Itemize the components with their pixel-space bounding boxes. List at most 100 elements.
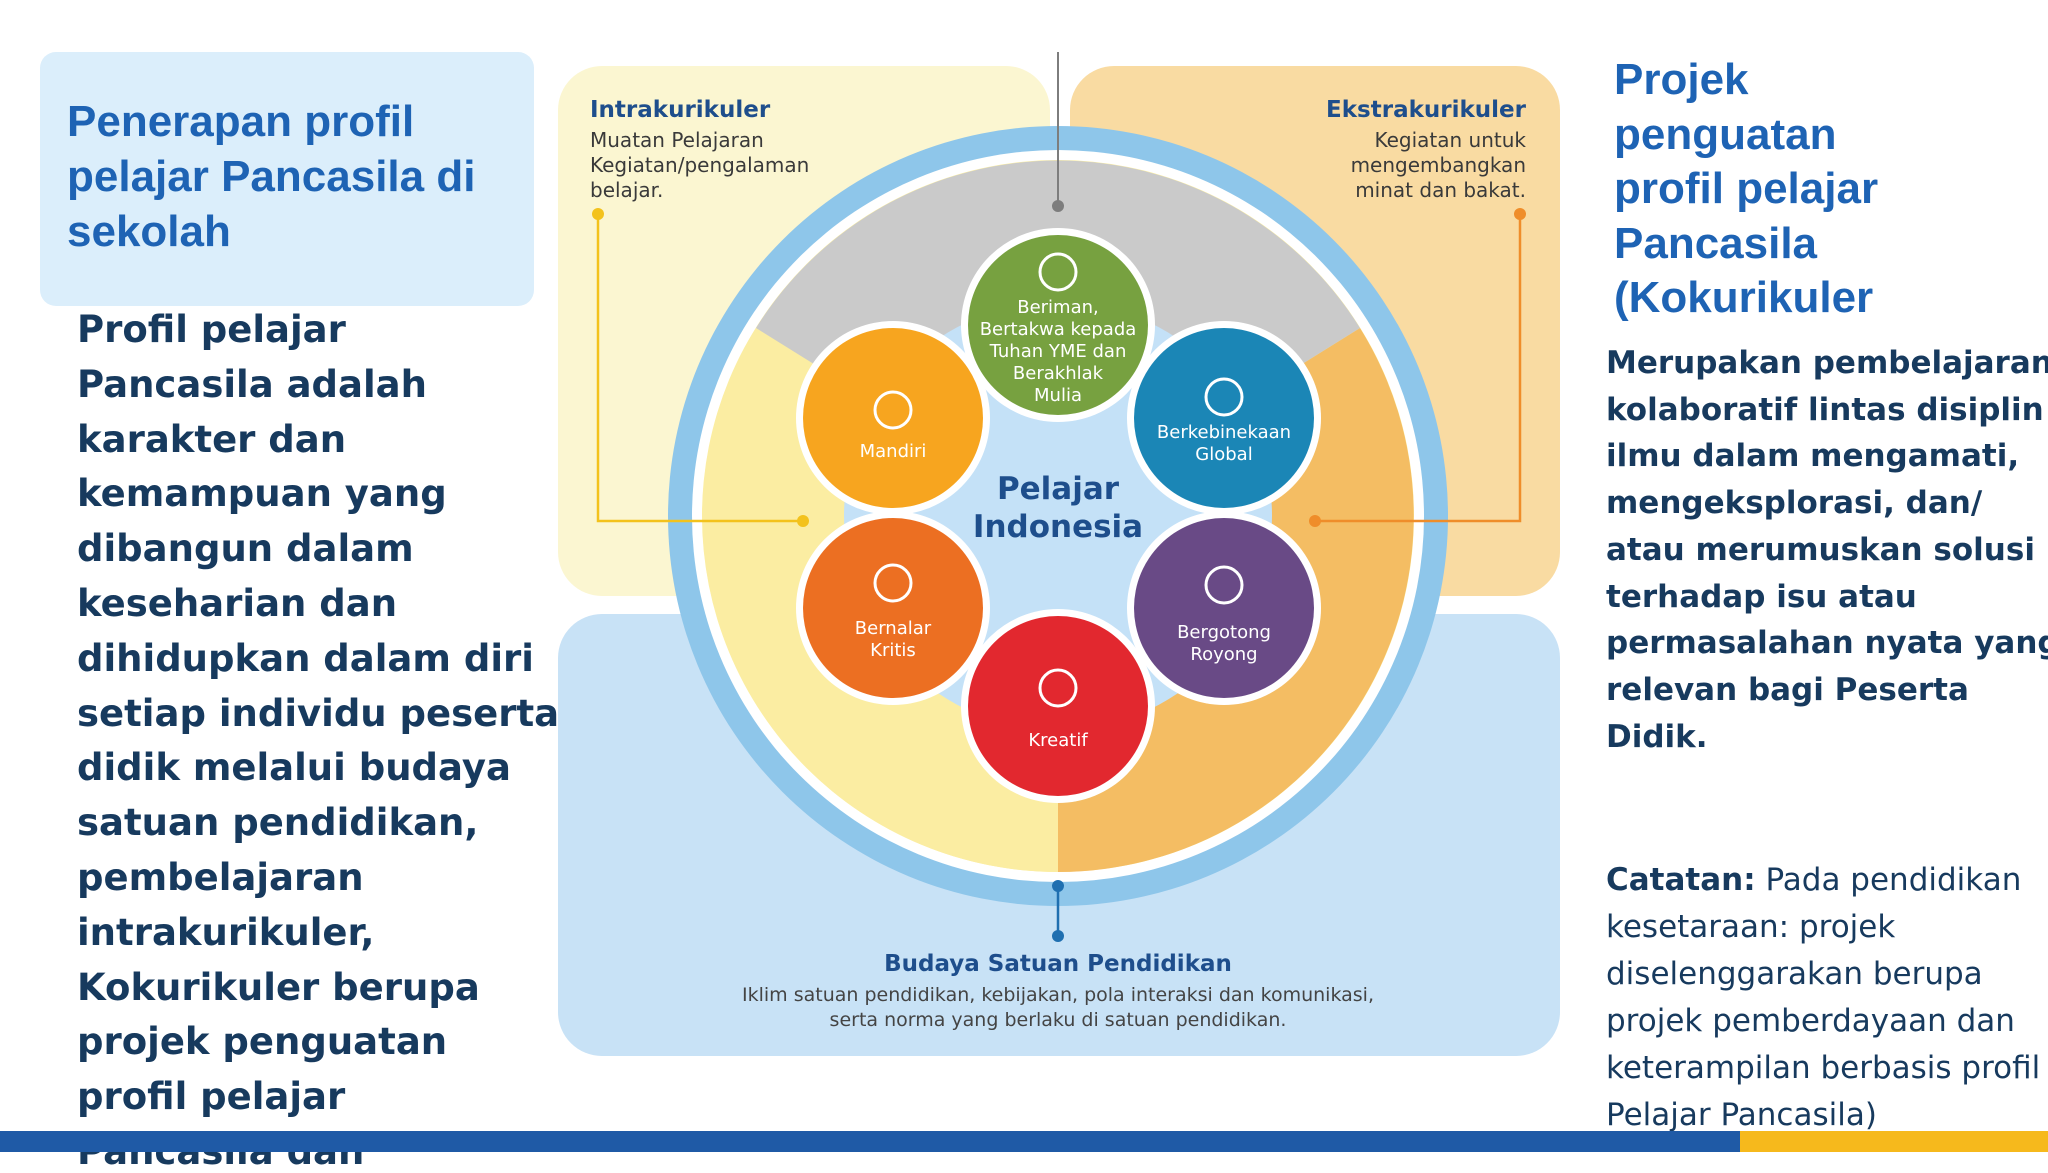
- center-line: Pelajar: [997, 471, 1120, 507]
- joined-hands-icon: [1204, 565, 1244, 605]
- intra-line: belajar.: [590, 178, 663, 202]
- lightbulb-icon: [1038, 668, 1078, 708]
- budaya-line: serta norma yang berlaku di satuan pendi…: [830, 1009, 1287, 1031]
- ekstra-line: minat dan bakat.: [1355, 178, 1526, 202]
- left-body-line: dibangun dalam: [77, 527, 414, 571]
- budaya-line: Iklim satuan pendidikan, kebijakan, pola…: [742, 984, 1374, 1006]
- dimension-label: Global: [1195, 444, 1252, 465]
- budaya-connector-dot-top: [1052, 880, 1064, 892]
- left-body-line: pembelajaran: [77, 856, 364, 899]
- right-body-line: permasalahan nyata yang: [1606, 625, 2048, 662]
- dimension-label: Bergotong: [1177, 622, 1271, 643]
- right-body-line: Merupakan pembelajaran: [1606, 345, 2048, 381]
- left-body-line: kemampuan yang: [77, 472, 447, 516]
- left-body-line: karakter dan: [77, 417, 347, 461]
- note-line: projek pemberdayaan dan: [1606, 1003, 2015, 1039]
- left-body-line: profil pelajar: [77, 1075, 346, 1119]
- dimension-circle: [1134, 518, 1314, 698]
- ekstra-line: Kegiatan untuk: [1374, 128, 1526, 152]
- right-title-line: Pancasila: [1614, 218, 1818, 268]
- ekstra-connector-dot-end: [1309, 515, 1321, 527]
- left-body-line: dihidupkan dalam diri: [77, 636, 534, 680]
- ekstra-connector: [1315, 214, 1522, 523]
- right-title-line: Projek: [1614, 55, 1749, 104]
- footer-bar-blue: [0, 1131, 1740, 1152]
- dimension-circle: [803, 518, 983, 698]
- dimension-label: Bernalar: [855, 618, 932, 639]
- right-body-line: atau merumuskan solusi: [1606, 531, 2035, 568]
- praying-hands-icon: [1038, 252, 1078, 292]
- right-title-line: (Kokurikuler: [1614, 273, 1874, 322]
- dimension-3: Kreatif: [961, 609, 1155, 803]
- intra-title: Intrakurikuler: [590, 97, 771, 123]
- dimension-label: Kritis: [870, 640, 916, 661]
- gears-head-icon: [873, 563, 913, 603]
- dimension-label: Beriman,: [1017, 297, 1099, 318]
- right-body-line: terhadap isu atau: [1606, 578, 1917, 615]
- globe-icon: [1204, 377, 1244, 417]
- note-line: keterampilan berbasis profil: [1606, 1050, 2041, 1086]
- left-body-line: didik melalui budaya: [77, 746, 511, 790]
- dimension-label: Kreatif: [1028, 730, 1088, 751]
- dimension-circle: [1134, 328, 1314, 508]
- ekstra-connector-dot-top: [1514, 208, 1526, 220]
- dimension-label: Mandiri: [860, 441, 927, 462]
- right-body-line: kolaboratif lintas disiplin: [1606, 391, 2044, 428]
- dimension-circle: [968, 235, 1148, 415]
- right-body-line: relevan bagi Peserta: [1606, 671, 1969, 708]
- right-body-line: ilmu dalam mengamati,: [1606, 438, 2020, 475]
- note-line: diselenggarakan berupa: [1606, 956, 1983, 992]
- note-line: Pelajar Pancasila): [1606, 1097, 1877, 1133]
- budaya-connector-dot-end: [1052, 930, 1064, 942]
- note-line: kesetaraan: projek: [1606, 909, 1896, 945]
- dimension-label: Royong: [1190, 644, 1257, 665]
- intra-line: Muatan Pelajaran: [590, 128, 764, 152]
- dimension-label: Bertakwa kepada: [980, 319, 1137, 340]
- dimension-5: Mandiri: [796, 321, 990, 515]
- title-line: Penerapan profil: [67, 97, 415, 146]
- center-line: Indonesia: [973, 509, 1143, 545]
- right-title-line: profil pelajar: [1614, 164, 1879, 213]
- top-connector-dot: [1052, 200, 1064, 212]
- intra-description: Muatan PelajaranKegiatan/pengalamanbelaj…: [590, 128, 809, 202]
- right-title-line: penguatan: [1614, 109, 1837, 159]
- intra-connector-dot-end: [797, 515, 809, 527]
- ekstra-line: mengembangkan: [1351, 153, 1526, 177]
- title-line: pelajar Pancasila di: [67, 152, 476, 201]
- dimension-label: Mulia: [1034, 385, 1082, 406]
- note-label: Catatan:: [1606, 862, 1756, 898]
- dimension-label: Berakhlak: [1013, 363, 1104, 384]
- dimension-circle: [803, 328, 983, 508]
- title-line: sekolah: [67, 207, 231, 256]
- title-box: [40, 52, 534, 306]
- dimension-label: Tuhan YME dan: [989, 341, 1127, 362]
- note-first-line: Catatan: Pada pendidikan: [1606, 865, 2021, 896]
- budaya-title: Budaya Satuan Pendidikan: [884, 951, 1232, 977]
- dimension-label: Berkebinekaan: [1157, 422, 1291, 443]
- left-body-line: Kokurikuler berupa: [77, 965, 480, 1009]
- footer-bar-yellow: [1740, 1131, 2048, 1152]
- ekstra-title: Ekstrakurikuler: [1326, 97, 1527, 123]
- left-body-line: Pancasila adalah: [77, 362, 427, 406]
- left-body-line: projek penguatan: [77, 1020, 448, 1064]
- right-body-line: Didik.: [1606, 718, 1708, 755]
- intra-connector: [596, 214, 803, 523]
- intra-line: Kegiatan/pengalaman: [590, 153, 809, 177]
- left-body-line: keseharian dan: [77, 582, 398, 625]
- left-body-line: satuan pendidikan,: [77, 801, 479, 845]
- raised-fist-icon: [873, 390, 913, 430]
- budaya-description: Iklim satuan pendidikan, kebijakan, pola…: [742, 984, 1374, 1031]
- intra-connector-dot-top: [592, 208, 604, 220]
- note-first-text: Pada pendidikan: [1755, 862, 2022, 898]
- left-body-line: setiap individu peserta: [77, 691, 560, 735]
- right-body-line: mengeksplorasi, dan/: [1606, 485, 1983, 522]
- left-body-line: intrakurikuler,: [77, 910, 375, 954]
- left-body-line: Profil pelajar: [77, 308, 346, 351]
